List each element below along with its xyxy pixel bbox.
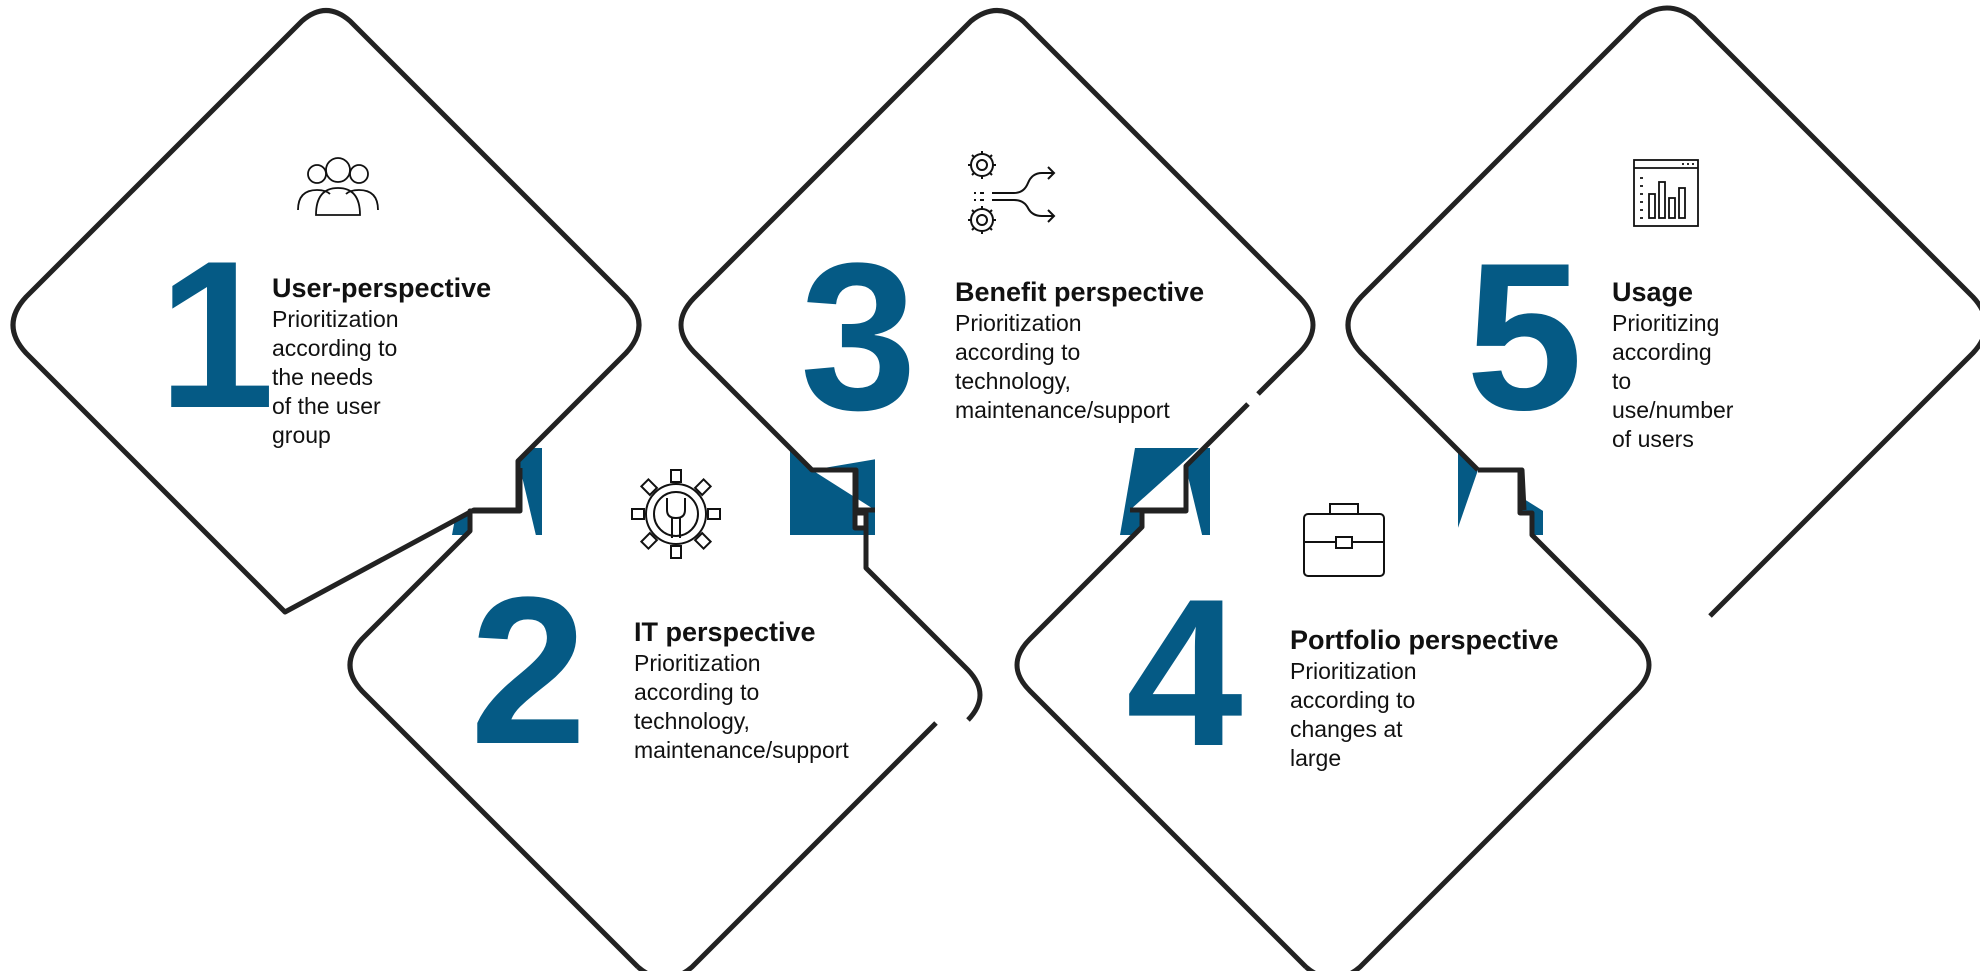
card-description-line: maintenance/support (634, 736, 849, 763)
card-title-1: User-perspective (272, 273, 492, 303)
card-description-line: the needs of the user (272, 363, 381, 419)
card-description-line: use/number of users (1612, 396, 1734, 452)
card-description-1: Prioritization according to the needs of… (272, 305, 399, 450)
card-number-2: 2 (470, 553, 587, 788)
card-description-line: Prioritization according to (272, 306, 399, 361)
card-title-3: Benefit perspective (955, 277, 1205, 307)
card-description-line: technology, (955, 367, 1071, 394)
card-number-4: 4 (1126, 555, 1243, 790)
card-number-5: 5 (1466, 219, 1583, 454)
card-description-3: Prioritization according to technology, … (955, 309, 1170, 425)
users-icon (290, 148, 386, 218)
card-description-line: Prioritization according to (1290, 658, 1417, 713)
diamond-outline-1 (10, 8, 642, 615)
gear-wrench-icon (628, 466, 724, 562)
card-description-line: Prioritizing according to (1612, 310, 1720, 394)
gears-arrows-icon (962, 148, 1058, 238)
card-description-line: Prioritization according to (634, 650, 761, 705)
card-number-1: 1 (158, 217, 275, 452)
card-description-5: Prioritizing according to use/number of … (1612, 309, 1733, 454)
diamond-outline-4 (1014, 467, 1652, 971)
card-title-5: Usage (1612, 277, 1694, 307)
card-title-2: IT perspective (634, 617, 816, 647)
card-description-line: group (272, 421, 331, 448)
card-description-2: Prioritization according to technology, … (634, 649, 849, 765)
diamond-outline-2 (347, 467, 983, 971)
card-description-line: changes at large (1290, 715, 1403, 771)
card-description-line: maintenance/support (955, 396, 1170, 423)
briefcase-icon (1302, 502, 1386, 578)
diamond-outline-3 (678, 8, 1316, 513)
card-description-line: Prioritization according to (955, 310, 1082, 365)
card-description-4: Prioritization according to changes at l… (1290, 657, 1417, 773)
bar-chart-icon (1632, 158, 1700, 228)
card-title-4: Portfolio perspective (1290, 625, 1559, 655)
card-description-line: technology, (634, 707, 750, 734)
card-number-3: 3 (800, 219, 917, 454)
